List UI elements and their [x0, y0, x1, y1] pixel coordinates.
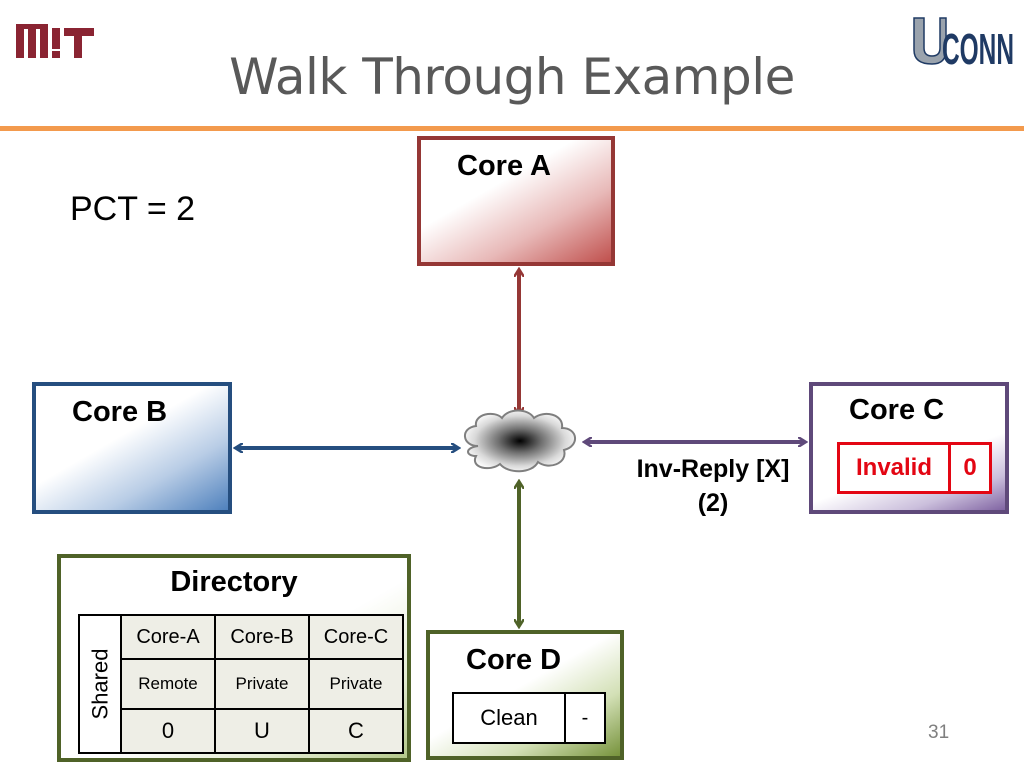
dir-header-core-c: Core-C — [310, 616, 402, 660]
core-a-label: Core A — [457, 150, 551, 182]
pct-label: PCT = 2 — [70, 190, 196, 228]
core-a-box: Core A — [417, 136, 615, 266]
core-c-box: Core C Invalid 0 — [809, 382, 1009, 514]
dir-header-core-b: Core-B — [216, 616, 310, 660]
directory-state-cell: Shared — [78, 614, 122, 754]
inv-reply-line1: Inv-Reply [X] — [636, 455, 790, 483]
uconn-logo: CONN — [913, 17, 1014, 72]
core-c-state: Invalid — [837, 442, 951, 494]
page-number: 31 — [928, 722, 950, 743]
inv-reply-message: Inv-Reply [X] (2) — [600, 452, 826, 520]
dir-value-core-b: U — [216, 710, 310, 752]
title-divider — [0, 126, 1024, 131]
core-d-count: - — [564, 692, 606, 744]
mit-logo — [16, 24, 94, 58]
core-d-state: Clean — [452, 692, 566, 744]
directory-title: Directory — [170, 566, 298, 598]
dir-mode-core-b: Private — [216, 660, 310, 710]
dir-header-core-a: Core-A — [122, 616, 216, 660]
core-b-label: Core B — [72, 396, 168, 428]
core-c-label: Core C — [849, 394, 945, 426]
directory-table: Core-A Core-B Core-C Remote Private Priv… — [120, 614, 404, 754]
svg-text:CONN: CONN — [942, 25, 1014, 72]
dir-mode-core-a: Remote — [122, 660, 216, 710]
slide-title: Walk Through Example — [229, 48, 795, 106]
directory-box: Directory Shared Core-A Core-B Core-C Re… — [57, 554, 411, 762]
dir-mode-core-c: Private — [310, 660, 402, 710]
dir-value-core-a: 0 — [122, 710, 216, 752]
core-c-count: 0 — [948, 442, 992, 494]
dir-value-core-c: C — [348, 718, 364, 743]
core-b-box: Core B — [32, 382, 232, 514]
inv-reply-line2: (2) — [697, 489, 729, 517]
network-cloud-icon — [464, 409, 576, 473]
core-d-label: Core D — [466, 644, 562, 676]
directory-state: Shared — [87, 648, 113, 720]
core-d-box: Core D Clean - — [426, 630, 624, 760]
